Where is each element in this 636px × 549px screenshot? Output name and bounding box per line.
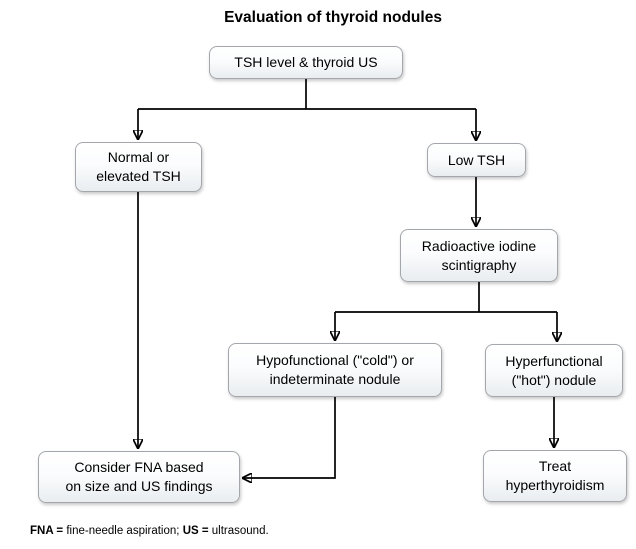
- footnote-def-fna: fine-needle aspiration;: [63, 525, 183, 537]
- footnote-abbr-fna: FNA =: [30, 525, 64, 537]
- node-label: indeterminate nodule: [269, 371, 401, 387]
- node-label: on size and US findings: [65, 478, 213, 494]
- node-label: hyperthyroidism: [505, 477, 605, 493]
- node-label: Hypofunctional ("cold") or: [256, 352, 414, 368]
- node-label: TSH level & thyroid US: [234, 54, 378, 70]
- node-label: ("hot") nodule: [511, 371, 597, 388]
- node-low-tsh: Low TSH: [427, 143, 526, 177]
- node-label: Treat: [538, 458, 572, 474]
- node-label: elevated TSH: [96, 168, 181, 184]
- node-consider-fna: Consider FNA based on size and US findin…: [38, 451, 240, 503]
- connector-group: [138, 79, 557, 478]
- node-label: Low TSH: [447, 151, 506, 168]
- node-tsh-level-thyroid-us: TSH level & thyroid US: [209, 46, 403, 79]
- node-label: Normal or: [107, 149, 170, 165]
- abbreviation-footnote: FNA = fine-needle aspiration; US = ultra…: [30, 525, 269, 537]
- node-label: Consider FNA based: [74, 459, 204, 475]
- node-normal-or-elevated-tsh: Normal or elevated TSH: [75, 142, 202, 192]
- node-hyperfunctional-hot-nodule: Hyperfunctional ("hot") nodule: [485, 344, 623, 397]
- node-label: Hyperfunctional: [505, 352, 603, 369]
- node-treat-hyperthyroidism: Treat hyperthyroidism: [483, 450, 627, 502]
- connector-hypo-to-fna: [243, 397, 336, 478]
- node-label: Radioactive iodine: [421, 237, 537, 254]
- node-hypofunctional-cold-or-indeterminate-nodule: Hypofunctional ("cold") or indeterminate…: [228, 343, 442, 397]
- footnote-def-us: ultrasound.: [208, 525, 269, 537]
- node-radioactive-iodine-scintigraphy: Radioactive iodine scintigraphy: [400, 229, 558, 282]
- diagram-title: Evaluation of thyroid nodules: [224, 9, 442, 26]
- node-label: scintigraphy: [441, 256, 517, 273]
- footnote-abbr-us: US =: [182, 525, 209, 537]
